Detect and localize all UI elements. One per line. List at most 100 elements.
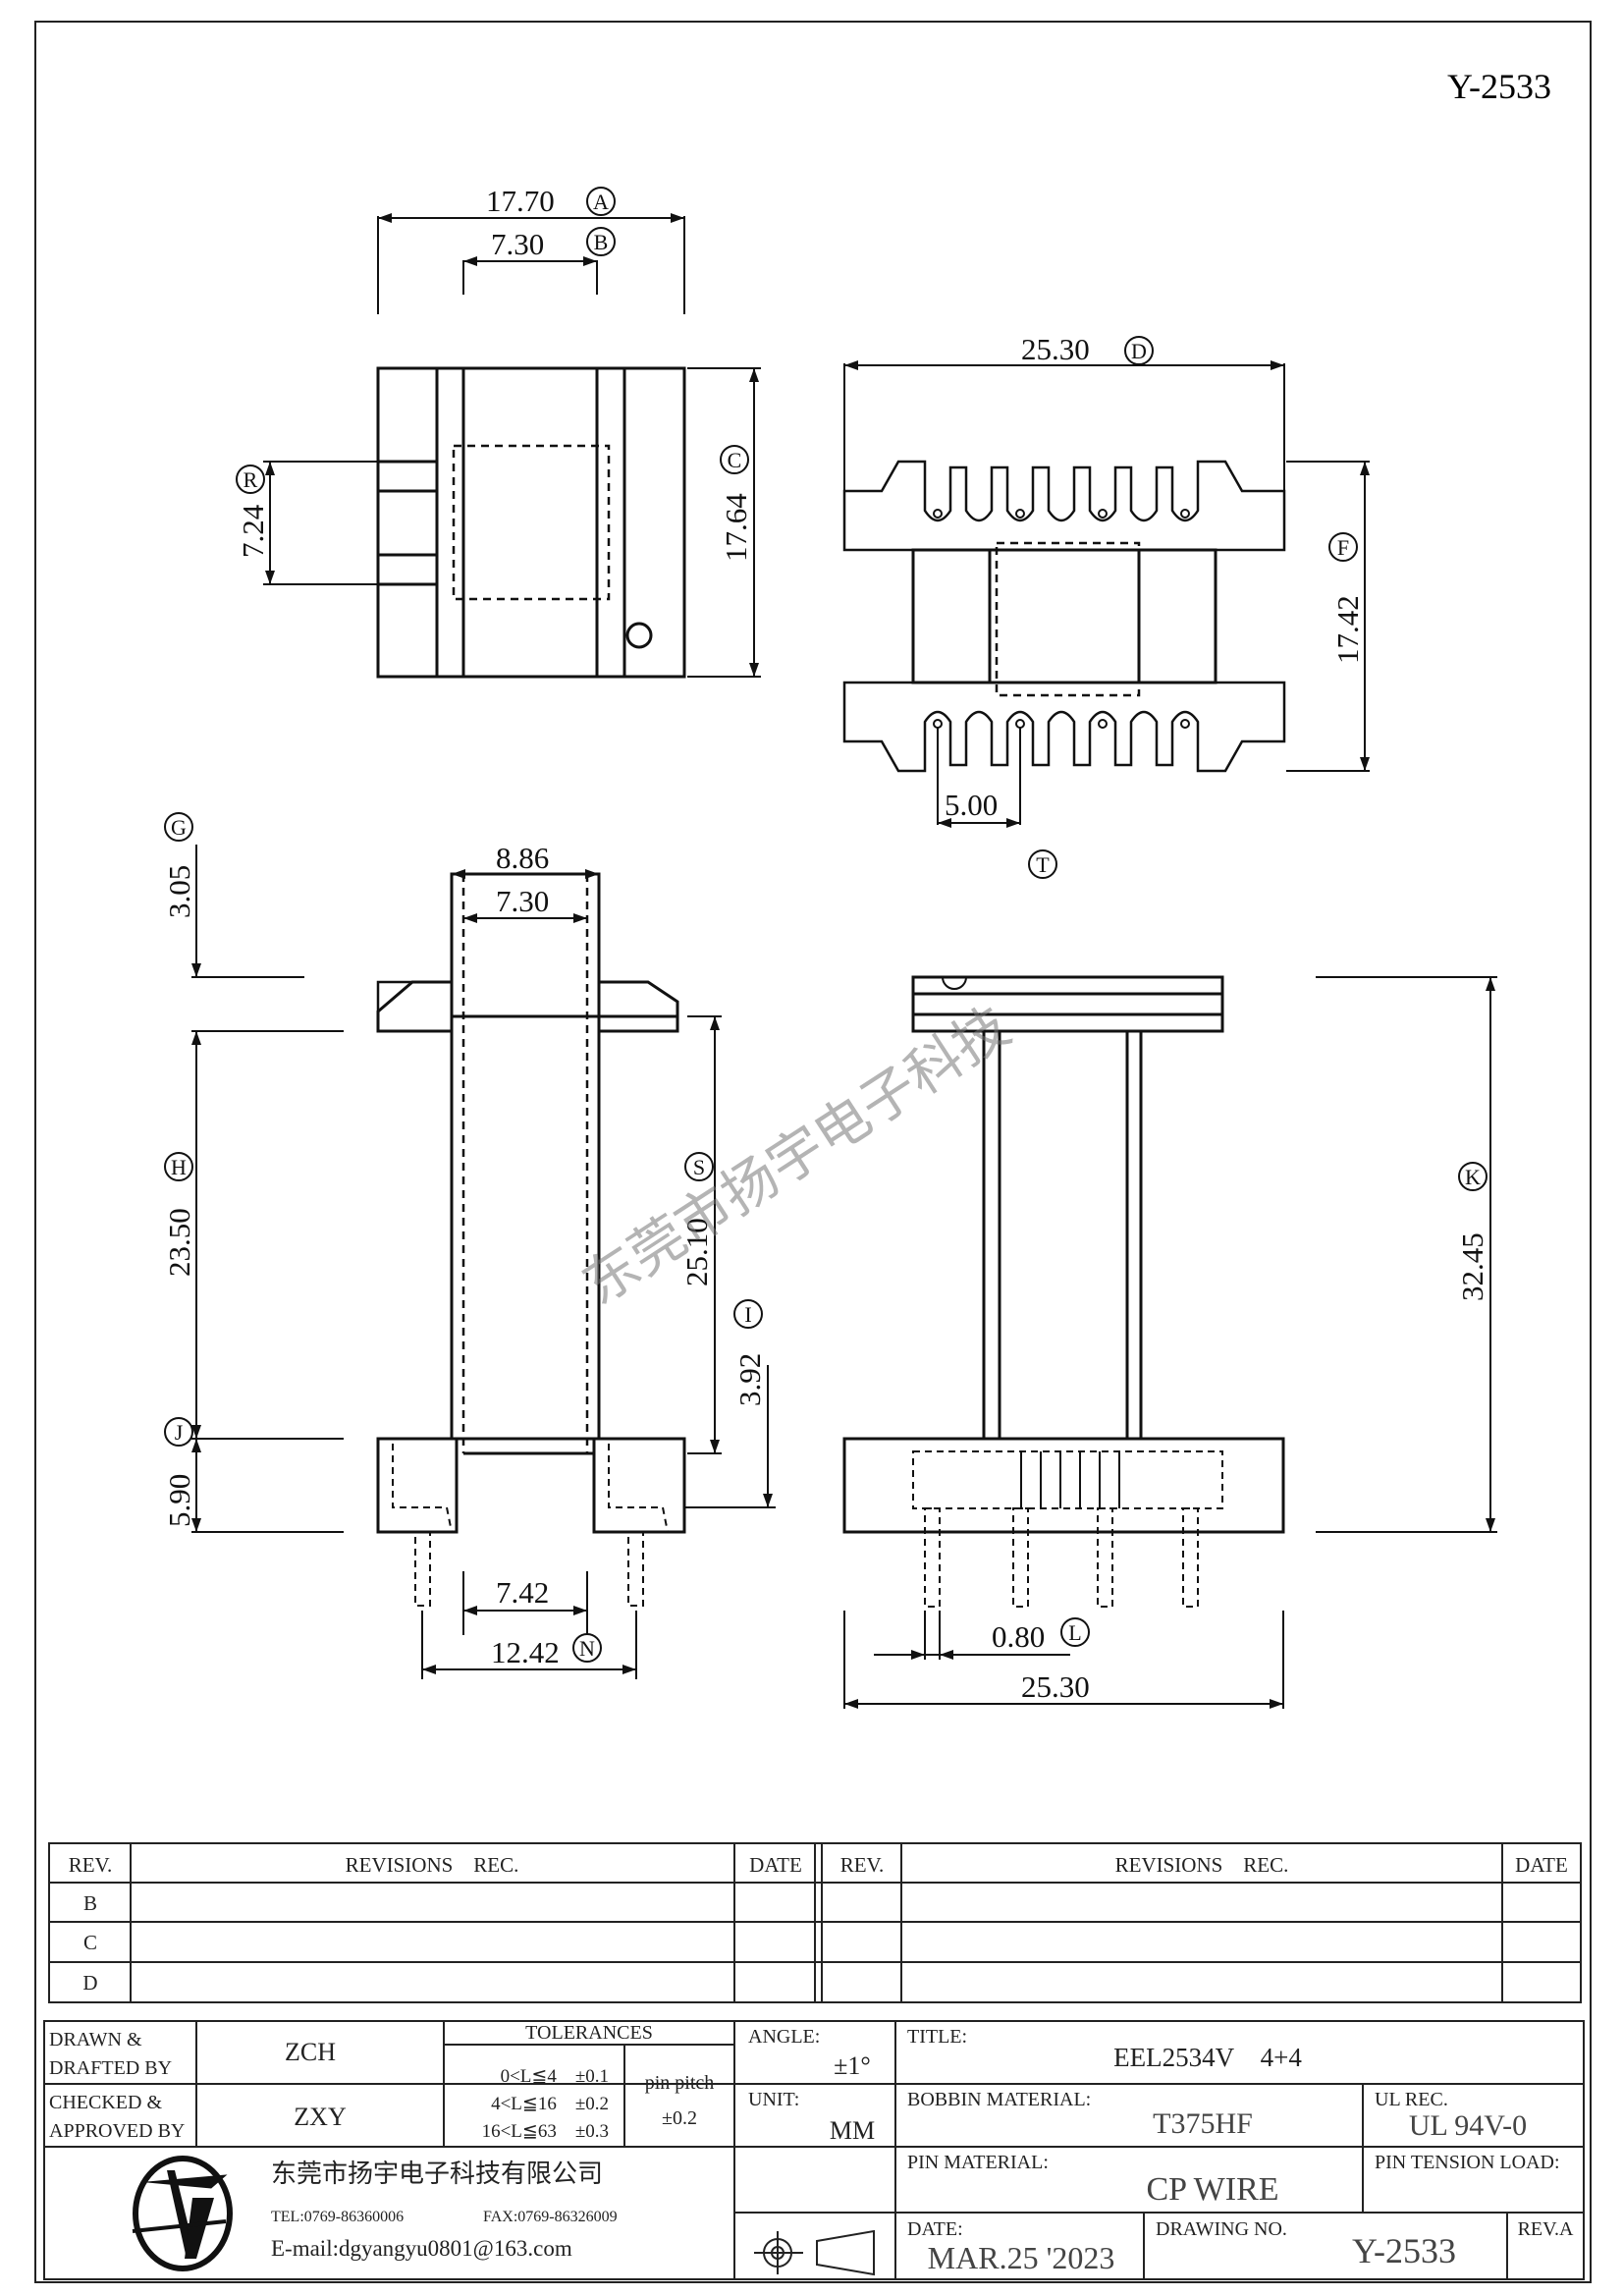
dim-g-value: 3.05 — [162, 865, 196, 918]
dim-top-w2-value: 7.30 — [496, 884, 549, 918]
projection-symbol-icon — [754, 2229, 875, 2276]
marker-j: J — [164, 1417, 193, 1447]
company-fax: FAX:0769-86326009 — [483, 2209, 618, 2225]
dim-s-value: 25.10 — [679, 1218, 714, 1286]
angle-value: ±1° — [834, 2051, 871, 2080]
company-tel: TEL:0769-86360006 — [271, 2209, 404, 2225]
svg-text:I: I — [744, 1302, 751, 1327]
svg-text:C: C — [728, 448, 742, 472]
pin-material-value: CP WIRE — [1146, 2171, 1278, 2208]
rev-header-right: REV. — [840, 1853, 885, 1877]
dimension-markers: A B C R D F T G H J S I N K L — [164, 187, 1488, 1663]
dimension-values: 17.70 7.30 17.64 7.24 25.30 17.42 5.00 8… — [162, 184, 1489, 1704]
marker-k: K — [1458, 1162, 1488, 1191]
company-logo — [132, 2156, 233, 2271]
views — [376, 366, 1286, 1608]
dim-l-value: 0.80 — [992, 1619, 1045, 1654]
svg-text:T: T — [1036, 852, 1050, 877]
dim-k-value: 32.45 — [1455, 1232, 1489, 1301]
pin-material-label: PIN MATERIAL: — [907, 2152, 1049, 2173]
top-left-view — [376, 366, 686, 679]
dim-f-value: 17.42 — [1330, 595, 1365, 664]
unit-label: UNIT: — [748, 2089, 799, 2110]
svg-text:S: S — [693, 1155, 705, 1179]
marker-l: L — [1060, 1617, 1090, 1647]
svg-text:D: D — [1131, 339, 1147, 363]
tolerance-row-3: 16<L≦63 ±0.3 — [482, 2121, 609, 2142]
marker-i: I — [733, 1299, 763, 1329]
rev-row-c: C — [83, 1931, 97, 1954]
rev-row-b: B — [83, 1891, 97, 1915]
dim-j-value: 5.90 — [162, 1474, 196, 1527]
date-header-left: DATE — [749, 1853, 802, 1877]
marker-c: C — [720, 445, 749, 474]
marker-h: H — [164, 1152, 193, 1181]
pin-pitch-label: pin pitch — [645, 2072, 715, 2094]
dim-n-value: 12.42 — [491, 1635, 560, 1669]
title-value: EEL2534V 4+4 — [1113, 2043, 1302, 2072]
watermark: 东莞市扬宇电子科技 — [571, 995, 1021, 1318]
tolerances-title: TOLERANCES — [525, 2022, 653, 2044]
ul-rec-label: UL REC. — [1375, 2089, 1448, 2110]
checked-label-2: APPROVED BY — [49, 2120, 185, 2142]
dimension-lines — [191, 216, 1497, 1709]
company-name: 东莞市扬宇电子科技有限公司 — [271, 2159, 603, 2189]
dim-a-value: 17.70 — [486, 184, 555, 218]
svg-text:L: L — [1068, 1620, 1081, 1645]
bottom-left-view — [376, 872, 686, 1607]
rev-header-left: REV. — [69, 1853, 113, 1877]
pin-tension-label: PIN TENSION LOAD: — [1375, 2152, 1560, 2173]
svg-text:K: K — [1465, 1165, 1481, 1189]
marker-s: S — [684, 1152, 714, 1181]
svg-text:A: A — [593, 190, 609, 214]
dimension-arrows — [191, 213, 1495, 1709]
date-header-right: DATE — [1515, 1853, 1568, 1877]
svg-text:R: R — [243, 467, 258, 492]
marker-d: D — [1124, 336, 1154, 365]
sheet-border — [34, 21, 1592, 2283]
marker-b: B — [586, 227, 616, 256]
svg-text:B: B — [594, 230, 609, 254]
marker-r: R — [236, 465, 265, 494]
marker-a: A — [586, 187, 616, 216]
drawing-no-value: Y-2533 — [1352, 2231, 1456, 2270]
svg-text:G: G — [171, 815, 187, 840]
rev-row-d: D — [82, 1971, 97, 1995]
title-label: TITLE: — [907, 2026, 967, 2048]
drawn-label-1: DRAWN & — [49, 2029, 142, 2050]
company-email: E-mail:dgyangyu0801@163.com — [271, 2236, 572, 2261]
dim-c-value: 17.64 — [719, 493, 753, 562]
svg-text:J: J — [175, 1420, 184, 1445]
title-block-text: DRAWN & DRAFTED BY ZCH CHECKED & APPROVE… — [49, 2022, 1574, 2275]
revision-table — [48, 1842, 1582, 2003]
tolerance-row-1: 0<L≦4 ±0.1 — [501, 2066, 609, 2087]
drawing-no-label: DRAWING NO. — [1156, 2218, 1287, 2240]
svg-text:N: N — [579, 1636, 595, 1661]
title-block — [43, 2020, 1585, 2280]
rec-header-left: REVISIONS REC. — [346, 1853, 519, 1877]
pin-pitch-value: ±0.2 — [662, 2107, 697, 2129]
bobbin-material-label: BOBBIN MATERIAL: — [907, 2089, 1091, 2110]
marker-n: N — [572, 1633, 602, 1663]
dim-n-inner-value: 7.42 — [496, 1575, 549, 1610]
dim-bottom-w-value: 25.30 — [1021, 1669, 1090, 1704]
marker-g: G — [164, 812, 193, 842]
drawn-value: ZCH — [285, 2038, 336, 2066]
checked-value: ZXY — [294, 2103, 347, 2131]
dim-h-value: 23.50 — [162, 1208, 196, 1277]
dim-top-w1-value: 8.86 — [496, 841, 549, 875]
drawn-label-2: DRAFTED BY — [49, 2057, 172, 2079]
bobbin-material-value: T375HF — [1153, 2107, 1253, 2140]
dim-t-value: 5.00 — [945, 788, 998, 822]
date-label: DATE: — [907, 2218, 963, 2240]
date-value: MAR.25 '2023 — [928, 2240, 1115, 2275]
rec-header-right: REVISIONS REC. — [1115, 1853, 1289, 1877]
dim-d-value: 25.30 — [1021, 332, 1090, 366]
marker-t: T — [1028, 849, 1057, 879]
angle-label: ANGLE: — [748, 2026, 820, 2048]
dim-r-value: 7.24 — [236, 504, 270, 558]
rev-value: REV.A — [1518, 2218, 1574, 2240]
svg-text:F: F — [1337, 535, 1349, 560]
dim-i-value: 3.92 — [732, 1353, 767, 1406]
